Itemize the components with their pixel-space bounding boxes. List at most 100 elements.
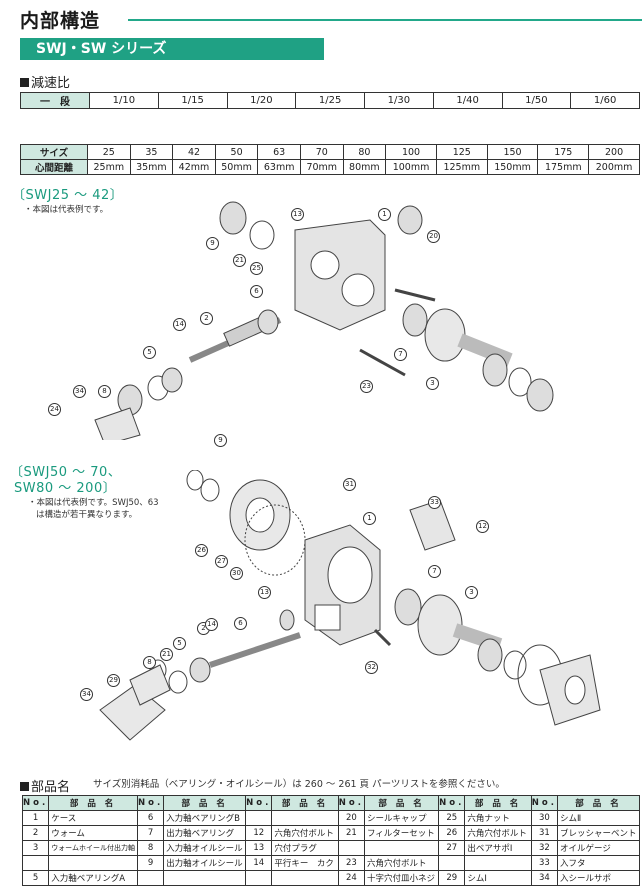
part-name: 十字穴付皿小ネジ: [363, 870, 440, 886]
callout-31: 31: [343, 478, 356, 491]
no-header: No.: [136, 795, 165, 811]
part-name: [363, 840, 440, 856]
part-number: [21, 855, 50, 871]
callout-7: 7: [428, 565, 441, 578]
callout-9: 9: [206, 237, 219, 250]
ratio-cell: 1/60: [570, 92, 640, 109]
diagram2-note-2: は構造が若干異なります。: [36, 510, 138, 520]
size-cell: 125: [435, 144, 488, 160]
name-header: 部 品 名: [464, 795, 532, 811]
callout-9: 9: [214, 434, 227, 447]
part-number: 6: [136, 810, 165, 826]
callout-2: 2: [200, 312, 213, 325]
size-cell: 100: [385, 144, 437, 160]
no-header: No.: [21, 795, 50, 811]
part-number: 7: [136, 825, 165, 841]
no-header: No.: [530, 795, 558, 811]
center-cell: 35mm: [129, 159, 174, 175]
size-cell: 175: [537, 144, 590, 160]
part-name: ウォーム: [48, 825, 138, 841]
ratio-cell: 1/40: [432, 92, 503, 109]
callout-5: 5: [143, 346, 156, 359]
part-name: [271, 810, 339, 826]
part-name: 入力軸オイルシール: [163, 840, 247, 856]
callout-32: 32: [365, 661, 378, 674]
part-name: ウォームホイール付出力軸: [48, 840, 138, 856]
part-number: 8: [136, 840, 165, 856]
callout-13: 13: [291, 208, 304, 221]
size-cell: 150: [486, 144, 539, 160]
part-number: 5: [21, 870, 50, 886]
size-cell: 63: [257, 144, 301, 160]
part-name: [271, 870, 339, 886]
part-number: 25: [438, 810, 466, 826]
diagram1-note: ・本図は代表例です。: [24, 205, 109, 215]
part-name: 六角穴付ボルト: [363, 855, 440, 871]
part-name: 入シールサポ: [556, 870, 641, 886]
callout-34: 34: [80, 688, 93, 701]
ratio-cell: 1/30: [364, 92, 434, 109]
callout-30: 30: [230, 567, 243, 580]
callout-24: 24: [48, 403, 61, 416]
part-name: 六角穴付ボルト: [271, 825, 339, 841]
part-name: 入フタ: [556, 855, 641, 871]
diagram2-heading-1: 〔SWJ50 ～ 70、: [10, 465, 122, 480]
part-name: 六角穴付ボルト: [464, 825, 532, 841]
center-cell: 125mm: [435, 159, 488, 175]
worm-shaft: [209, 632, 301, 668]
ratio-cell: 1/10: [89, 92, 159, 109]
part-number: [136, 870, 165, 886]
part-name: オイルゲージ: [556, 840, 641, 856]
no-header: No.: [438, 795, 466, 811]
center-cell: 50mm: [214, 159, 259, 175]
part-number: 29: [438, 870, 466, 886]
diagram2-note-1: ・本図は代表例です。SWJ50、63: [28, 498, 159, 508]
part-number: 31: [530, 825, 558, 841]
part-name: 平行キー カク: [271, 855, 339, 871]
center-cell: 42mm: [172, 159, 216, 175]
part-name: 六角ナット: [464, 810, 532, 826]
part-name: 入力軸ベアリングA: [48, 870, 138, 886]
part-number: 33: [530, 855, 558, 871]
callout-21: 21: [160, 648, 173, 661]
size-cell: 50: [214, 144, 259, 160]
part-number: 32: [530, 840, 558, 856]
ratio-row-header: 一 段: [20, 92, 90, 109]
callout-34: 34: [73, 385, 86, 398]
size-cell: 42: [172, 144, 216, 160]
size-cell: 25: [87, 144, 131, 160]
callout-1: 1: [363, 512, 376, 525]
part-number: 3: [21, 840, 50, 856]
name-header: 部 品 名: [163, 795, 247, 811]
ratio-cell: 1/20: [226, 92, 297, 109]
callout-13: 13: [258, 586, 271, 599]
part-number: [337, 840, 365, 856]
size-table: サイズ 25 35 42 50 63 70 80 100 125 150 175…: [20, 144, 640, 175]
name-header: 部 品 名: [556, 795, 641, 811]
parts-section-label: 部品名: [20, 776, 70, 795]
part-number: 24: [337, 870, 365, 886]
callout-12: 12: [476, 520, 489, 533]
exploded-diagram-large: [99, 470, 601, 741]
callout-25: 25: [250, 262, 263, 275]
part-number: [245, 870, 273, 886]
part-number: 13: [245, 840, 273, 856]
name-header: 部 品 名: [363, 795, 440, 811]
part-number: 21: [337, 825, 365, 841]
no-header: No.: [337, 795, 365, 811]
ratio-cell: 1/15: [157, 92, 228, 109]
page-title: 内部構造: [20, 10, 101, 32]
callout-33: 33: [428, 496, 441, 509]
exploded-diagram-small: [94, 201, 554, 440]
series-banner: SWJ・SW シリーズ: [20, 38, 324, 60]
callout-21: 21: [233, 254, 246, 267]
callout-6: 6: [234, 617, 247, 630]
diagram2-heading-2: SW80 ～ 200〕: [14, 481, 117, 496]
no-header: No.: [245, 795, 273, 811]
part-number: 30: [530, 810, 558, 826]
parts-note: サイズ別消耗品（ベアリング・オイルシール）は 260 ～ 261 頁 パーツリス…: [93, 779, 505, 790]
name-header: 部 品 名: [48, 795, 138, 811]
callout-1: 1: [378, 208, 391, 221]
parts-table: No. 部 品 名 No. 部 品 名 No. 部 品 名 No. 部 品 名 …: [21, 795, 641, 886]
